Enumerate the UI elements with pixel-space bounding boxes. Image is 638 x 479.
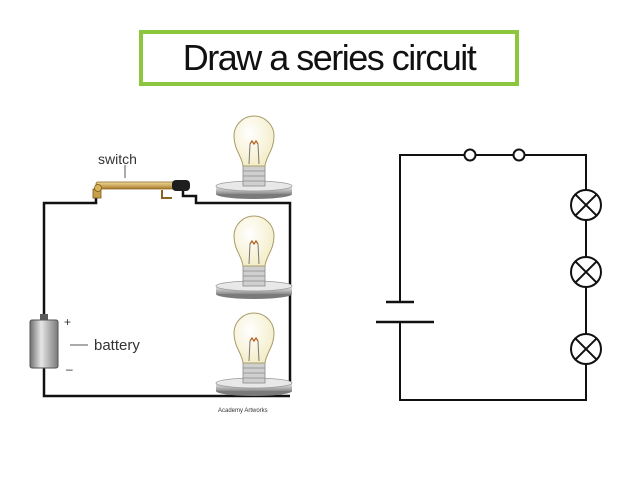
battery-plus: + <box>64 315 71 329</box>
page-title: Draw a series circuit <box>182 37 477 78</box>
schematic-circuit <box>376 148 587 401</box>
bulb-3 <box>215 312 293 397</box>
schematic-switch-terminal-left <box>463 148 477 162</box>
pictorial-circuit: switch + – battery Academy Artworks <box>29 115 293 414</box>
schematic-wire-top-right <box>524 154 587 190</box>
pictorial-wires <box>42 186 292 398</box>
credit-text: Academy Artworks <box>218 408 268 414</box>
schematic-switch-terminal-right <box>512 148 526 162</box>
title-box: Draw a series circuit <box>139 30 519 86</box>
switch <box>92 180 190 199</box>
battery-minus: – <box>66 362 73 376</box>
bulb-1 <box>215 115 293 200</box>
battery <box>29 314 59 369</box>
schematic-lamp-1 <box>570 189 602 221</box>
schematic-lamp-2 <box>570 256 602 288</box>
bulb-2 <box>215 215 293 300</box>
schematic-wire-left-top <box>399 154 470 302</box>
switch-label: switch <box>98 151 137 167</box>
battery-label: battery <box>94 337 140 354</box>
schematic-lamp-3 <box>570 333 602 365</box>
schematic-wire-bottom <box>399 322 587 401</box>
